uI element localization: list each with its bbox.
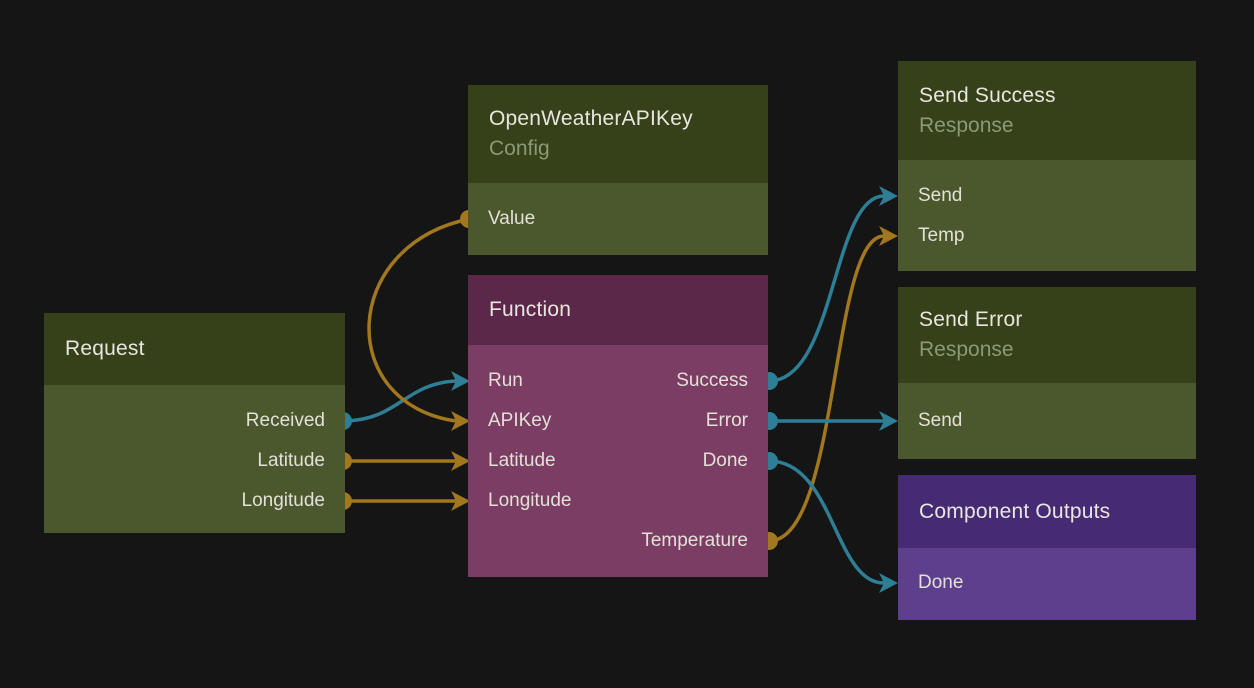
port-label-temp: Temp bbox=[918, 225, 965, 246]
port-label-latitude: Latitude bbox=[257, 450, 325, 471]
port-label-latitude-in: Latitude bbox=[488, 450, 556, 471]
port-label-send: Send bbox=[918, 410, 963, 431]
port-row: Temperature bbox=[468, 521, 768, 561]
node-send-success[interactable]: Send Success Response Send Temp bbox=[898, 61, 1196, 271]
port-label-send: Send bbox=[918, 185, 963, 206]
node-request-header[interactable]: Request bbox=[44, 313, 345, 385]
port-label-run: Run bbox=[488, 370, 523, 391]
wire-received-run[interactable] bbox=[341, 379, 458, 423]
port-row: Latitude bbox=[44, 441, 345, 481]
port-row: Longitude bbox=[468, 481, 768, 521]
port-row: Send bbox=[898, 401, 1196, 441]
port-label-received: Received bbox=[245, 410, 325, 431]
node-title: Send Error bbox=[919, 308, 1023, 331]
port-label-done: Done bbox=[702, 450, 748, 471]
port-row: Run Success bbox=[468, 361, 768, 401]
port-row: Send bbox=[898, 176, 1196, 216]
node-title: Component Outputs bbox=[919, 499, 1111, 523]
port-row: Temp bbox=[898, 216, 1196, 256]
wire-success-send[interactable] bbox=[767, 194, 886, 383]
port-arrow-send-success-temp[interactable] bbox=[879, 226, 898, 246]
node-function-header[interactable]: Function bbox=[468, 275, 768, 345]
port-arrow-send-success-send[interactable] bbox=[879, 186, 898, 206]
node-title: Send Success bbox=[919, 83, 1056, 107]
node-subtitle: Config bbox=[489, 137, 550, 160]
port-label-longitude: Longitude bbox=[241, 490, 325, 511]
node-openweather-header[interactable]: OpenWeatherAPIKey Config bbox=[468, 85, 768, 183]
wire-value-apikey[interactable] bbox=[367, 217, 471, 423]
port-label-temperature: Temperature bbox=[641, 530, 748, 551]
node-title: Function bbox=[489, 298, 572, 321]
port-label-success: Success bbox=[676, 370, 748, 391]
wire-temperature-temp[interactable] bbox=[767, 234, 886, 543]
port-row: Value bbox=[468, 199, 768, 239]
node-openweather-body: Value bbox=[468, 183, 768, 255]
node-function[interactable]: Function Run Success APIKey Error Latitu… bbox=[468, 275, 768, 577]
port-row: Done bbox=[898, 563, 1196, 603]
port-row: Longitude bbox=[44, 481, 345, 521]
node-openweather-apikey[interactable]: OpenWeatherAPIKey Config Value bbox=[468, 85, 768, 255]
wire-done-done[interactable] bbox=[767, 459, 886, 585]
port-arrow-component-done[interactable] bbox=[879, 573, 898, 593]
port-row: Received bbox=[44, 401, 345, 441]
node-request-body: Received Latitude Longitude bbox=[44, 385, 345, 533]
port-label-done: Done bbox=[918, 572, 964, 593]
node-component-outputs-header[interactable]: Component Outputs bbox=[898, 475, 1196, 548]
node-title: OpenWeatherAPIKey bbox=[489, 107, 693, 130]
node-request[interactable]: Request Received Latitude Longitude bbox=[44, 313, 345, 533]
node-subtitle: Response bbox=[919, 338, 1014, 361]
node-send-error-body: Send bbox=[898, 383, 1196, 459]
node-send-success-header[interactable]: Send Success Response bbox=[898, 61, 1196, 160]
port-row: APIKey Error bbox=[468, 401, 768, 441]
port-label-apikey: APIKey bbox=[488, 410, 552, 431]
port-arrow-send-error-send[interactable] bbox=[879, 411, 898, 431]
node-send-error-header[interactable]: Send Error Response bbox=[898, 287, 1196, 383]
node-title: Request bbox=[65, 337, 145, 360]
node-subtitle: Response bbox=[919, 113, 1014, 137]
port-label-longitude-in: Longitude bbox=[488, 490, 572, 511]
port-label-error: Error bbox=[705, 410, 748, 431]
node-function-body: Run Success APIKey Error Latitude Done L… bbox=[468, 345, 768, 577]
port-label-value: Value bbox=[488, 208, 536, 229]
node-component-outputs[interactable]: Component Outputs Done bbox=[898, 475, 1196, 620]
node-send-success-body: Send Temp bbox=[898, 160, 1196, 271]
node-send-error[interactable]: Send Error Response Send bbox=[898, 287, 1196, 459]
node-component-outputs-body: Done bbox=[898, 548, 1196, 620]
port-row: Latitude Done bbox=[468, 441, 768, 481]
